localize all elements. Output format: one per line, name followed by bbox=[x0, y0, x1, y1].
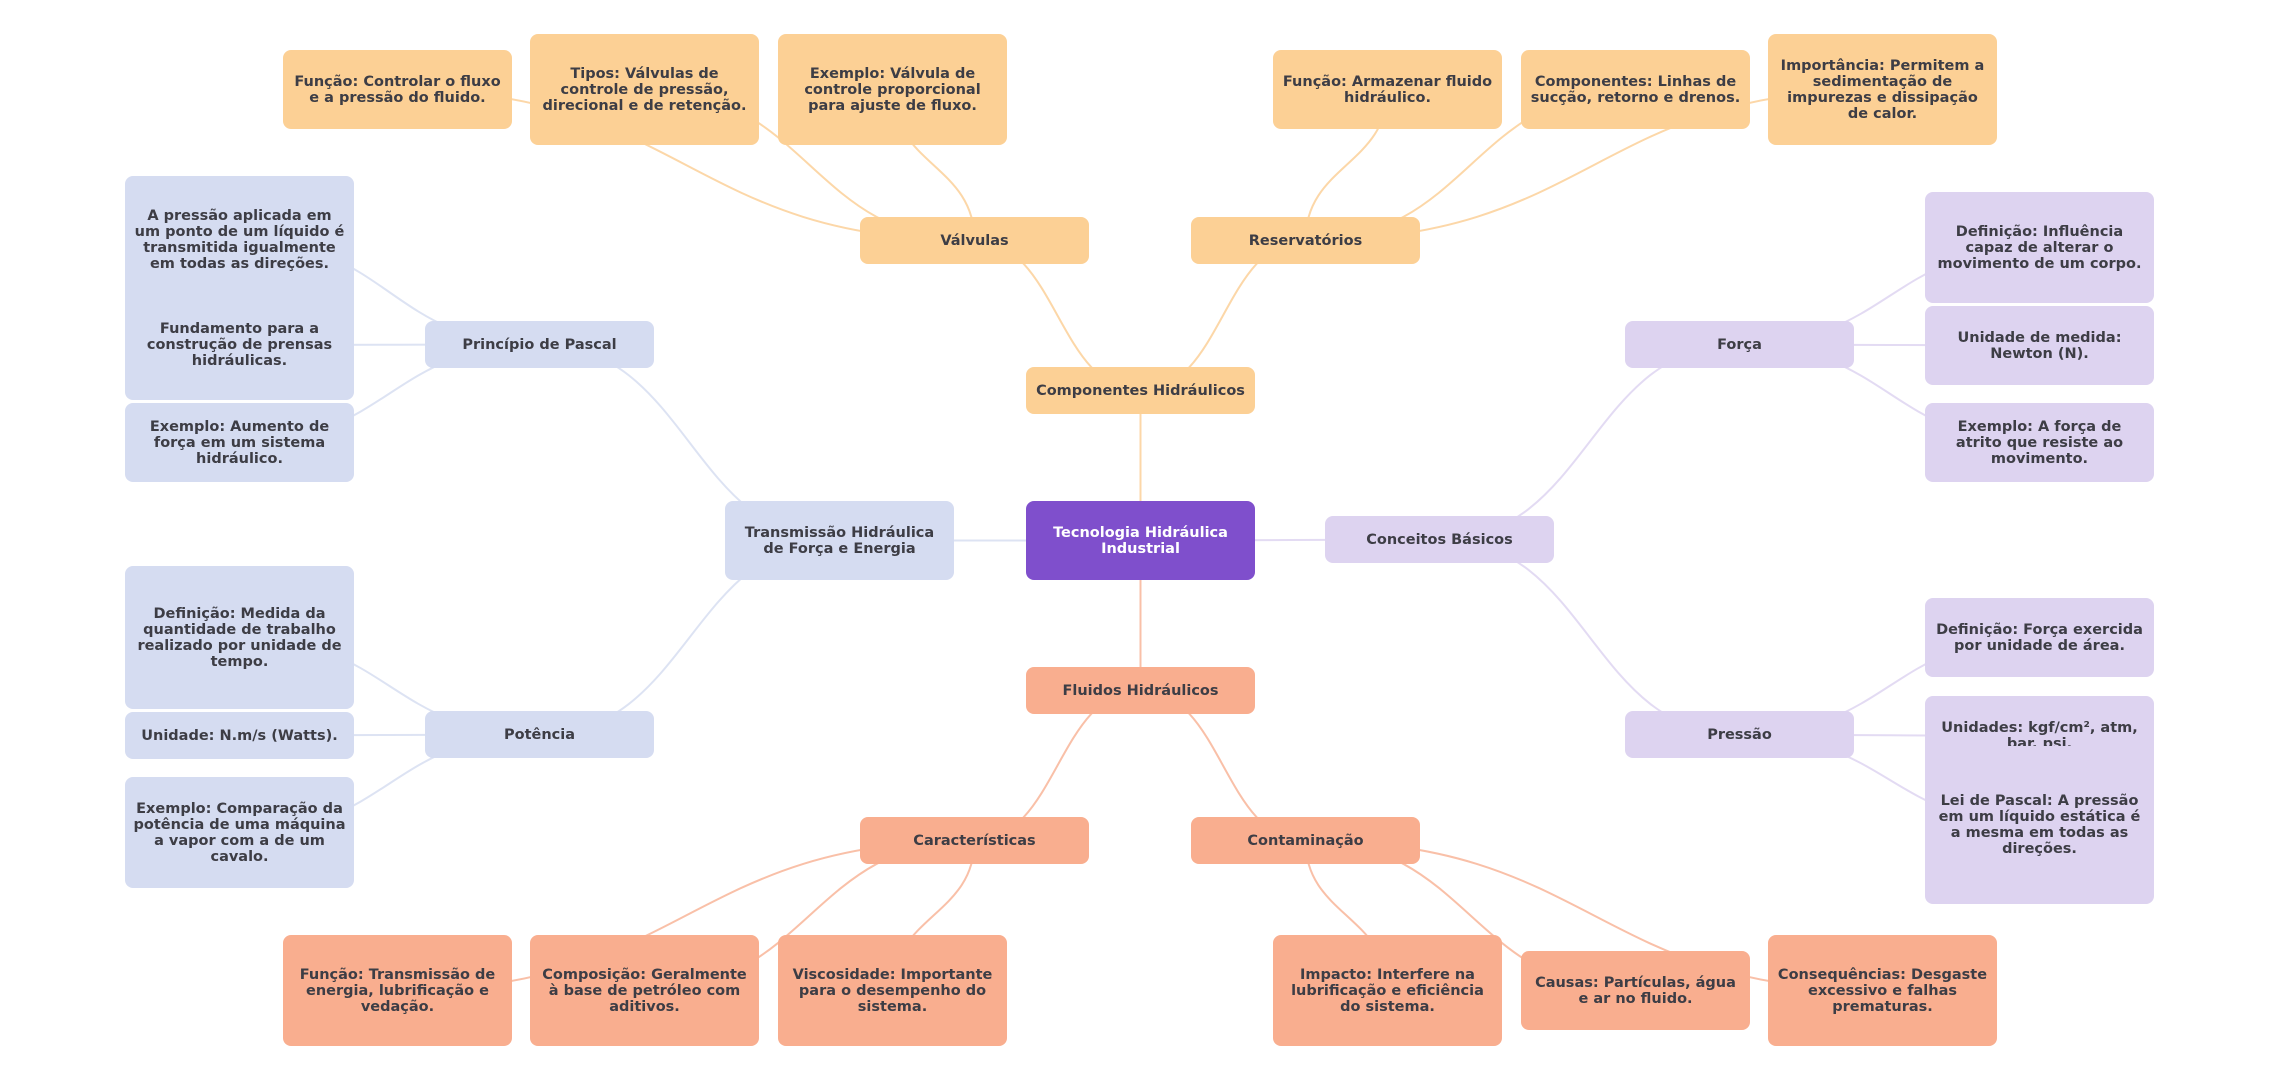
edge-cb-to-pre bbox=[1439, 538, 1740, 736]
topic-caracteristicas[interactable]: Características bbox=[860, 817, 1089, 864]
leaf-reservatorios-funcao[interactable]: Função: Armazenar fluido hidráulico. bbox=[1273, 50, 1502, 129]
topic-pressao[interactable]: Pressão bbox=[1625, 711, 1854, 758]
branch-label: Fluidos Hidráulicos bbox=[1062, 682, 1219, 699]
branch-fluidos-hidraulicos[interactable]: Fluidos Hidráulicos bbox=[1026, 667, 1255, 714]
leaf-text: Definição: Medida da quantidade de traba… bbox=[137, 605, 342, 670]
topic-valvulas[interactable]: Válvulas bbox=[860, 217, 1089, 264]
leaf-potencia-definicao[interactable]: Definição: Medida da quantidade de traba… bbox=[125, 566, 354, 709]
branch-componentes-hidraulicos[interactable]: Componentes Hidráulicos bbox=[1026, 367, 1255, 414]
topic-label: Características bbox=[913, 832, 1036, 849]
leaf-pascal-definicao[interactable]: A pressão aplicada em um ponto de um líq… bbox=[125, 176, 354, 304]
topic-reservatorios[interactable]: Reservatórios bbox=[1191, 217, 1420, 264]
topic-principio-de-pascal[interactable]: Princípio de Pascal bbox=[425, 321, 654, 368]
topic-label: Potência bbox=[503, 726, 576, 743]
edge-cb-to-for bbox=[1439, 343, 1740, 541]
leaf-text: Unidade: N.m/s (Watts). bbox=[141, 727, 338, 744]
leaf-reservatorios-importancia[interactable]: Importância: Permitem a sedimentação de … bbox=[1768, 34, 1997, 145]
leaf-text: Exemplo: Comparação da potência de uma m… bbox=[133, 800, 346, 865]
leaf-text: Exemplo: Aumento de força em um sistema … bbox=[149, 418, 330, 467]
leaf-text: Composição: Geralmente à base de petróle… bbox=[542, 966, 747, 1015]
leaf-text: Consequências: Desgaste excessivo e falh… bbox=[1777, 966, 1988, 1015]
topic-label: Princípio de Pascal bbox=[462, 336, 617, 353]
topic-potencia[interactable]: Potência bbox=[425, 711, 654, 758]
leaf-text: Exemplo: Válvula de controle proporciona… bbox=[804, 65, 981, 114]
topic-contaminacao[interactable]: Contaminação bbox=[1191, 817, 1420, 864]
leaf-text: Lei de Pascal: A pressão em um líquido e… bbox=[1938, 793, 2141, 857]
leaf-valvulas-tipos[interactable]: Tipos: Válvulas de controle de pressão, … bbox=[530, 34, 759, 145]
leaf-forca-exemplo[interactable]: Exemplo: A força de atrito que resiste a… bbox=[1925, 403, 2154, 482]
leaf-text: A pressão aplicada em um ponto de um líq… bbox=[134, 208, 345, 272]
leaf-potencia-exemplo[interactable]: Exemplo: Comparação da potência de uma m… bbox=[125, 777, 354, 888]
leaf-text: Fundamento para a construção de prensas … bbox=[146, 321, 333, 369]
leaf-text: Unidade de medida: Newton (N). bbox=[1957, 329, 2122, 362]
leaf-caracteristicas-viscosidade[interactable]: Viscosidade: Importante para o desempenh… bbox=[778, 935, 1007, 1046]
leaf-text: Causas: Partículas, água e ar no fluido. bbox=[1535, 974, 1736, 1007]
branch-conceitos-basicos[interactable]: Conceitos Básicos bbox=[1325, 516, 1554, 563]
root-node-label: Tecnologia Hidráulica Industrial bbox=[1053, 524, 1228, 557]
branch-label: Conceitos Básicos bbox=[1366, 531, 1513, 548]
leaf-pascal-exemplo[interactable]: Exemplo: Aumento de força em um sistema … bbox=[125, 403, 354, 482]
topic-label: Pressão bbox=[1707, 726, 1772, 743]
leaf-contaminacao-impacto[interactable]: Impacto: Interfere na lubrificação e efi… bbox=[1273, 935, 1502, 1046]
leaf-pressao-definicao[interactable]: Definição: Força exercida por unidade de… bbox=[1925, 598, 2154, 677]
leaf-text: Tipos: Válvulas de controle de pressão, … bbox=[542, 65, 747, 114]
leaf-reservatorios-componentes[interactable]: Componentes: Linhas de sucção, retorno e… bbox=[1521, 50, 1750, 129]
leaf-text: Função: Armazenar fluido hidráulico. bbox=[1282, 73, 1493, 106]
leaf-potencia-unidade[interactable]: Unidade: N.m/s (Watts). bbox=[125, 712, 354, 759]
leaf-text: Impacto: Interfere na lubrificação e efi… bbox=[1291, 966, 1484, 1015]
branch-label: Transmissão Hidráulica de Força e Energi… bbox=[744, 524, 935, 557]
topic-label: Reservatórios bbox=[1248, 232, 1363, 249]
leaf-contaminacao-consequencias[interactable]: Consequências: Desgaste excessivo e falh… bbox=[1768, 935, 1997, 1046]
leaf-text: Importância: Permitem a sedimentação de … bbox=[1780, 57, 1985, 122]
leaf-forca-unidade[interactable]: Unidade de medida: Newton (N). bbox=[1925, 306, 2154, 385]
leaf-text: Definição: Influência capaz de alterar o… bbox=[1937, 223, 2142, 272]
leaf-caracteristicas-composicao[interactable]: Composição: Geralmente à base de petróle… bbox=[530, 935, 759, 1046]
leaf-text: Função: Transmissão de energia, lubrific… bbox=[299, 966, 496, 1015]
leaf-contaminacao-causas[interactable]: Causas: Partículas, água e ar no fluido. bbox=[1521, 951, 1750, 1030]
leaf-text: Definição: Força exercida por unidade de… bbox=[1936, 621, 2143, 654]
branch-transmissao-hidraulica[interactable]: Transmissão Hidráulica de Força e Energi… bbox=[725, 501, 954, 580]
branch-label: Componentes Hidráulicos bbox=[1036, 382, 1245, 399]
topic-label: Contaminação bbox=[1247, 832, 1364, 849]
topic-label: Válvulas bbox=[940, 232, 1009, 249]
leaf-text: Componentes: Linhas de sucção, retorno e… bbox=[1530, 73, 1741, 106]
leaf-pressao-lei-de-pascal[interactable]: Lei de Pascal: A pressão em um líquido e… bbox=[1925, 746, 2154, 904]
root-node[interactable]: Tecnologia Hidráulica Industrial bbox=[1026, 501, 1255, 580]
leaf-valvulas-exemplo[interactable]: Exemplo: Válvula de controle proporciona… bbox=[778, 34, 1007, 145]
topic-forca[interactable]: Força bbox=[1625, 321, 1854, 368]
topic-label: Força bbox=[1717, 336, 1762, 353]
leaf-forca-definicao[interactable]: Definição: Influência capaz de alterar o… bbox=[1925, 192, 2154, 303]
leaf-pascal-fundamento[interactable]: Fundamento para a construção de prensas … bbox=[125, 290, 354, 400]
leaf-caracteristicas-funcao[interactable]: Função: Transmissão de energia, lubrific… bbox=[283, 935, 512, 1046]
leaf-text: Exemplo: A força de atrito que resiste a… bbox=[1955, 418, 2124, 467]
leaf-valvulas-funcao[interactable]: Função: Controlar o fluxo e a pressão do… bbox=[283, 50, 512, 129]
leaf-text: Função: Controlar o fluxo e a pressão do… bbox=[294, 73, 501, 106]
leaf-text: Viscosidade: Importante para o desempenh… bbox=[792, 966, 993, 1015]
